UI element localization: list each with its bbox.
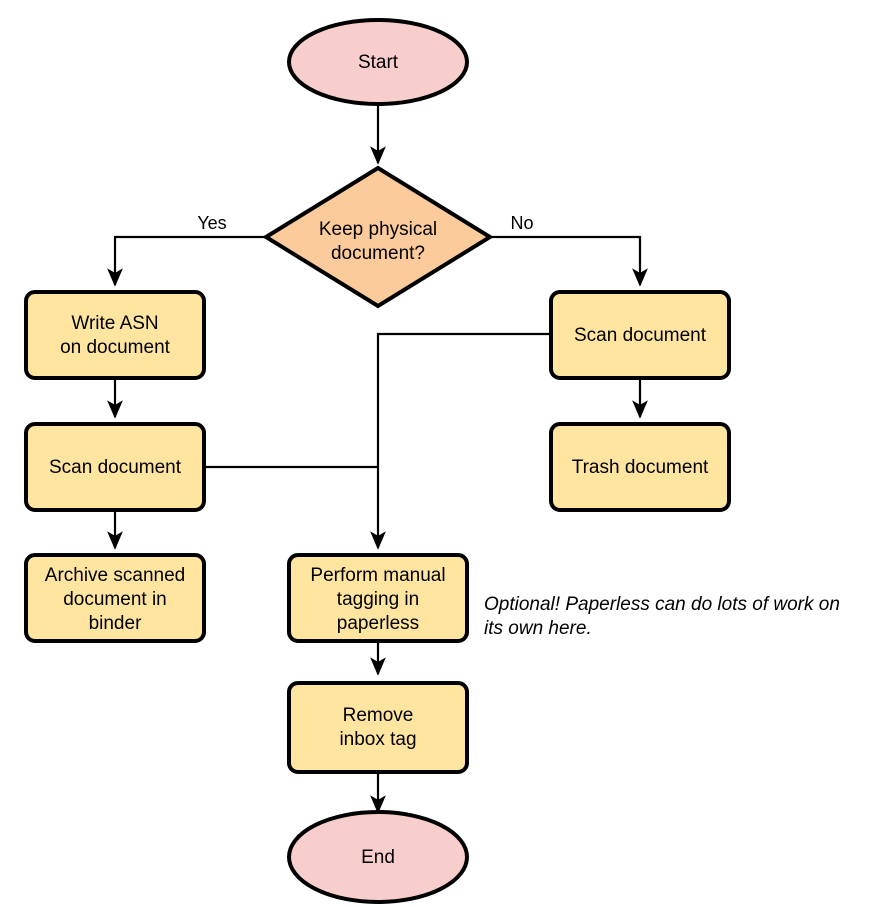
write-asn-label-line1: Write ASN xyxy=(71,313,158,334)
annotation-optional-paperless: Optional! Paperless can do lots of work … xyxy=(484,594,840,639)
scan-document-right-box-shape xyxy=(549,290,731,380)
node-scan-document-right[interactable]: Scan document xyxy=(549,290,731,380)
edge-label-no: No xyxy=(510,213,533,233)
node-write-asn-on-document[interactable]: Write ASN on document xyxy=(24,290,206,380)
archive-label-line3: binder xyxy=(89,613,142,634)
node-remove-inbox-tag[interactable]: Remove inbox tag xyxy=(287,681,469,774)
connector-layer xyxy=(107,104,648,814)
tagging-label-line3: paperless xyxy=(337,613,419,634)
scan-document-right-label: Scan document xyxy=(574,325,707,346)
trash-document-box-shape xyxy=(549,422,731,512)
archive-label-line1: Archive scanned xyxy=(45,565,185,586)
edge-label-yes: Yes xyxy=(197,213,226,233)
node-trash-document[interactable]: Trash document xyxy=(549,422,731,512)
edge-decision-no-to-scan-right xyxy=(491,235,648,287)
node-decision-keep-physical-document[interactable]: Keep physical document? xyxy=(262,165,494,309)
node-scan-document-left[interactable]: Scan document xyxy=(24,422,206,512)
write-asn-label-line2: on document xyxy=(60,337,171,358)
remove-inbox-label-line1: Remove xyxy=(343,705,414,726)
end-ellipse-shape xyxy=(287,810,469,904)
archive-label-line2: document in xyxy=(63,589,167,610)
start-ellipse-shape xyxy=(287,18,469,106)
trash-document-label: Trash document xyxy=(572,457,709,478)
remove-inbox-box-shape xyxy=(287,681,469,774)
start-label: Start xyxy=(358,52,399,73)
edge-scan-right-to-tagging xyxy=(370,332,552,550)
node-archive-scanned-document[interactable]: Archive scanned document in binder xyxy=(24,553,206,643)
scan-document-left-label: Scan document xyxy=(49,457,182,478)
annotation-line1: Optional! Paperless can do lots of work … xyxy=(484,594,840,615)
node-start[interactable]: Start xyxy=(287,18,469,106)
archive-box-shape xyxy=(24,553,206,643)
tagging-label-line1: Perform manual xyxy=(310,565,445,586)
decision-diamond-shape xyxy=(262,165,494,309)
node-perform-manual-tagging[interactable]: Perform manual tagging in paperless xyxy=(287,553,469,643)
tagging-label-line2: tagging in xyxy=(337,589,419,610)
annotation-line2: its own here. xyxy=(484,618,592,639)
decision-label-line2: document? xyxy=(331,243,425,264)
edge-decision-yes-to-write-asn xyxy=(107,235,265,287)
tagging-box-shape xyxy=(287,553,469,643)
write-asn-box-shape xyxy=(24,290,206,380)
decision-label-line1: Keep physical xyxy=(319,219,437,240)
remove-inbox-label-line2: inbox tag xyxy=(339,729,416,750)
node-end[interactable]: End xyxy=(287,810,469,904)
scan-document-left-box-shape xyxy=(24,422,206,512)
end-label: End xyxy=(361,847,395,868)
